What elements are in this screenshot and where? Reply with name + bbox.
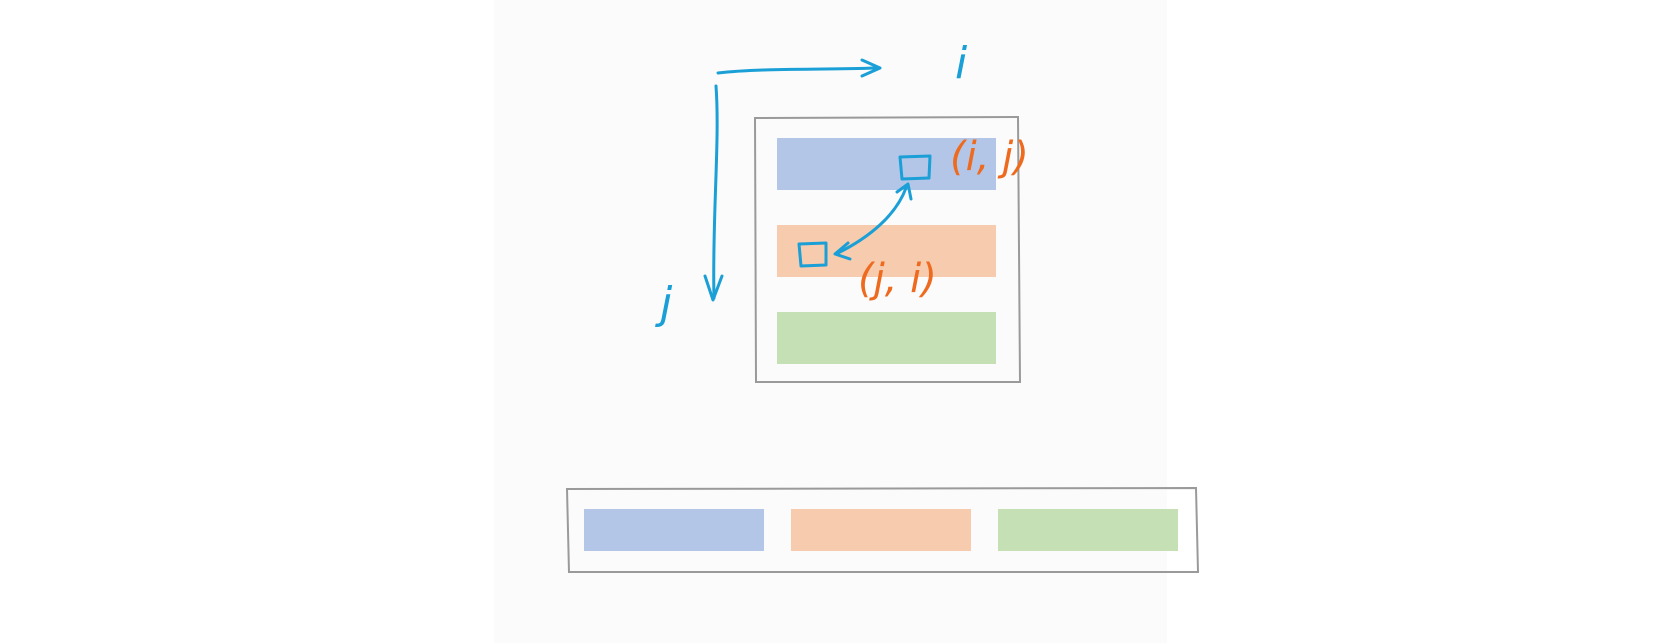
right-arrow-icon [716,66,878,75]
cell-square-icon [898,154,932,181]
matrix-row-blue [777,138,996,190]
down-arrow-icon [712,84,719,300]
coord-label-ji: (j, i) [858,256,937,302]
axis-i-label: i [955,38,968,89]
flat-segment-blue [584,509,764,551]
right-arrow-head [860,58,882,78]
flat-segment-orange [791,509,971,551]
arrow-head-top [895,182,913,201]
axis-j-label: j [655,278,673,329]
matrix-row-orange [777,225,996,277]
matrix-frame [753,115,1022,383]
coord-label-ij: (i, j) [950,134,1029,180]
double-headed-arrow-icon [836,186,908,255]
flat-array-frame [565,486,1200,573]
flat-segment-green [998,509,1178,551]
matrix-row-green [777,312,996,364]
arrow-head-bottom [833,241,852,261]
down-arrow-head [703,274,724,302]
cell-square-icon [797,241,828,268]
